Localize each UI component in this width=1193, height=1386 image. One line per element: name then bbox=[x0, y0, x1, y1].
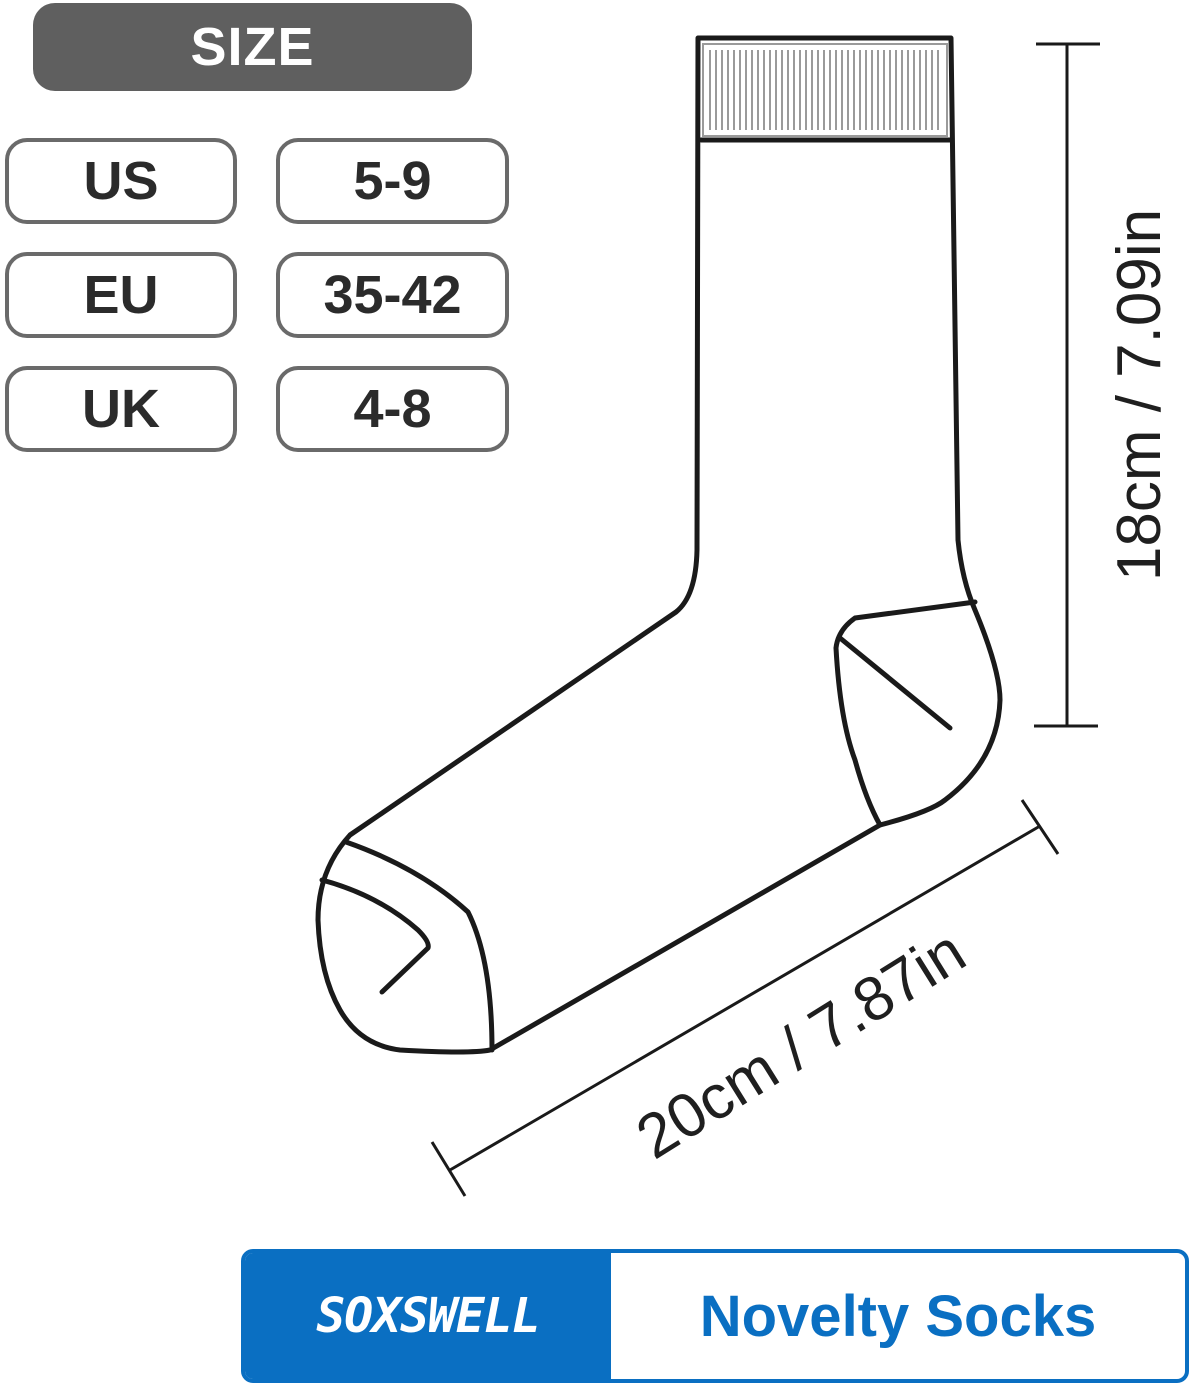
brand-tagline: Novelty Socks bbox=[699, 1283, 1097, 1349]
cuff-ribbing bbox=[702, 43, 948, 137]
size-value-eu: 35-42 bbox=[276, 252, 509, 338]
size-value-uk: 4-8 bbox=[276, 366, 509, 452]
length-dimension-line bbox=[430, 799, 1060, 1197]
brand-banner: SOXSWELL Novelty Socks bbox=[241, 1249, 1189, 1383]
sock-outline-icon bbox=[315, 35, 1003, 1055]
brand-logo-text: SOXSWELL bbox=[316, 1288, 539, 1344]
size-region-us: US bbox=[5, 138, 237, 224]
height-dimension-line bbox=[1034, 42, 1100, 728]
height-label: 18cm / 7.09in bbox=[1105, 209, 1174, 581]
soxswell-logo: SOXSWELL bbox=[316, 1288, 540, 1344]
brand-logo: SOXSWELL bbox=[245, 1253, 611, 1379]
size-header: SIZE bbox=[33, 3, 472, 91]
size-region-uk: UK bbox=[5, 366, 237, 452]
size-value-us: 5-9 bbox=[276, 138, 509, 224]
length-label: 20cm / 7.87in bbox=[625, 917, 977, 1173]
size-region-eu: EU bbox=[5, 252, 237, 338]
